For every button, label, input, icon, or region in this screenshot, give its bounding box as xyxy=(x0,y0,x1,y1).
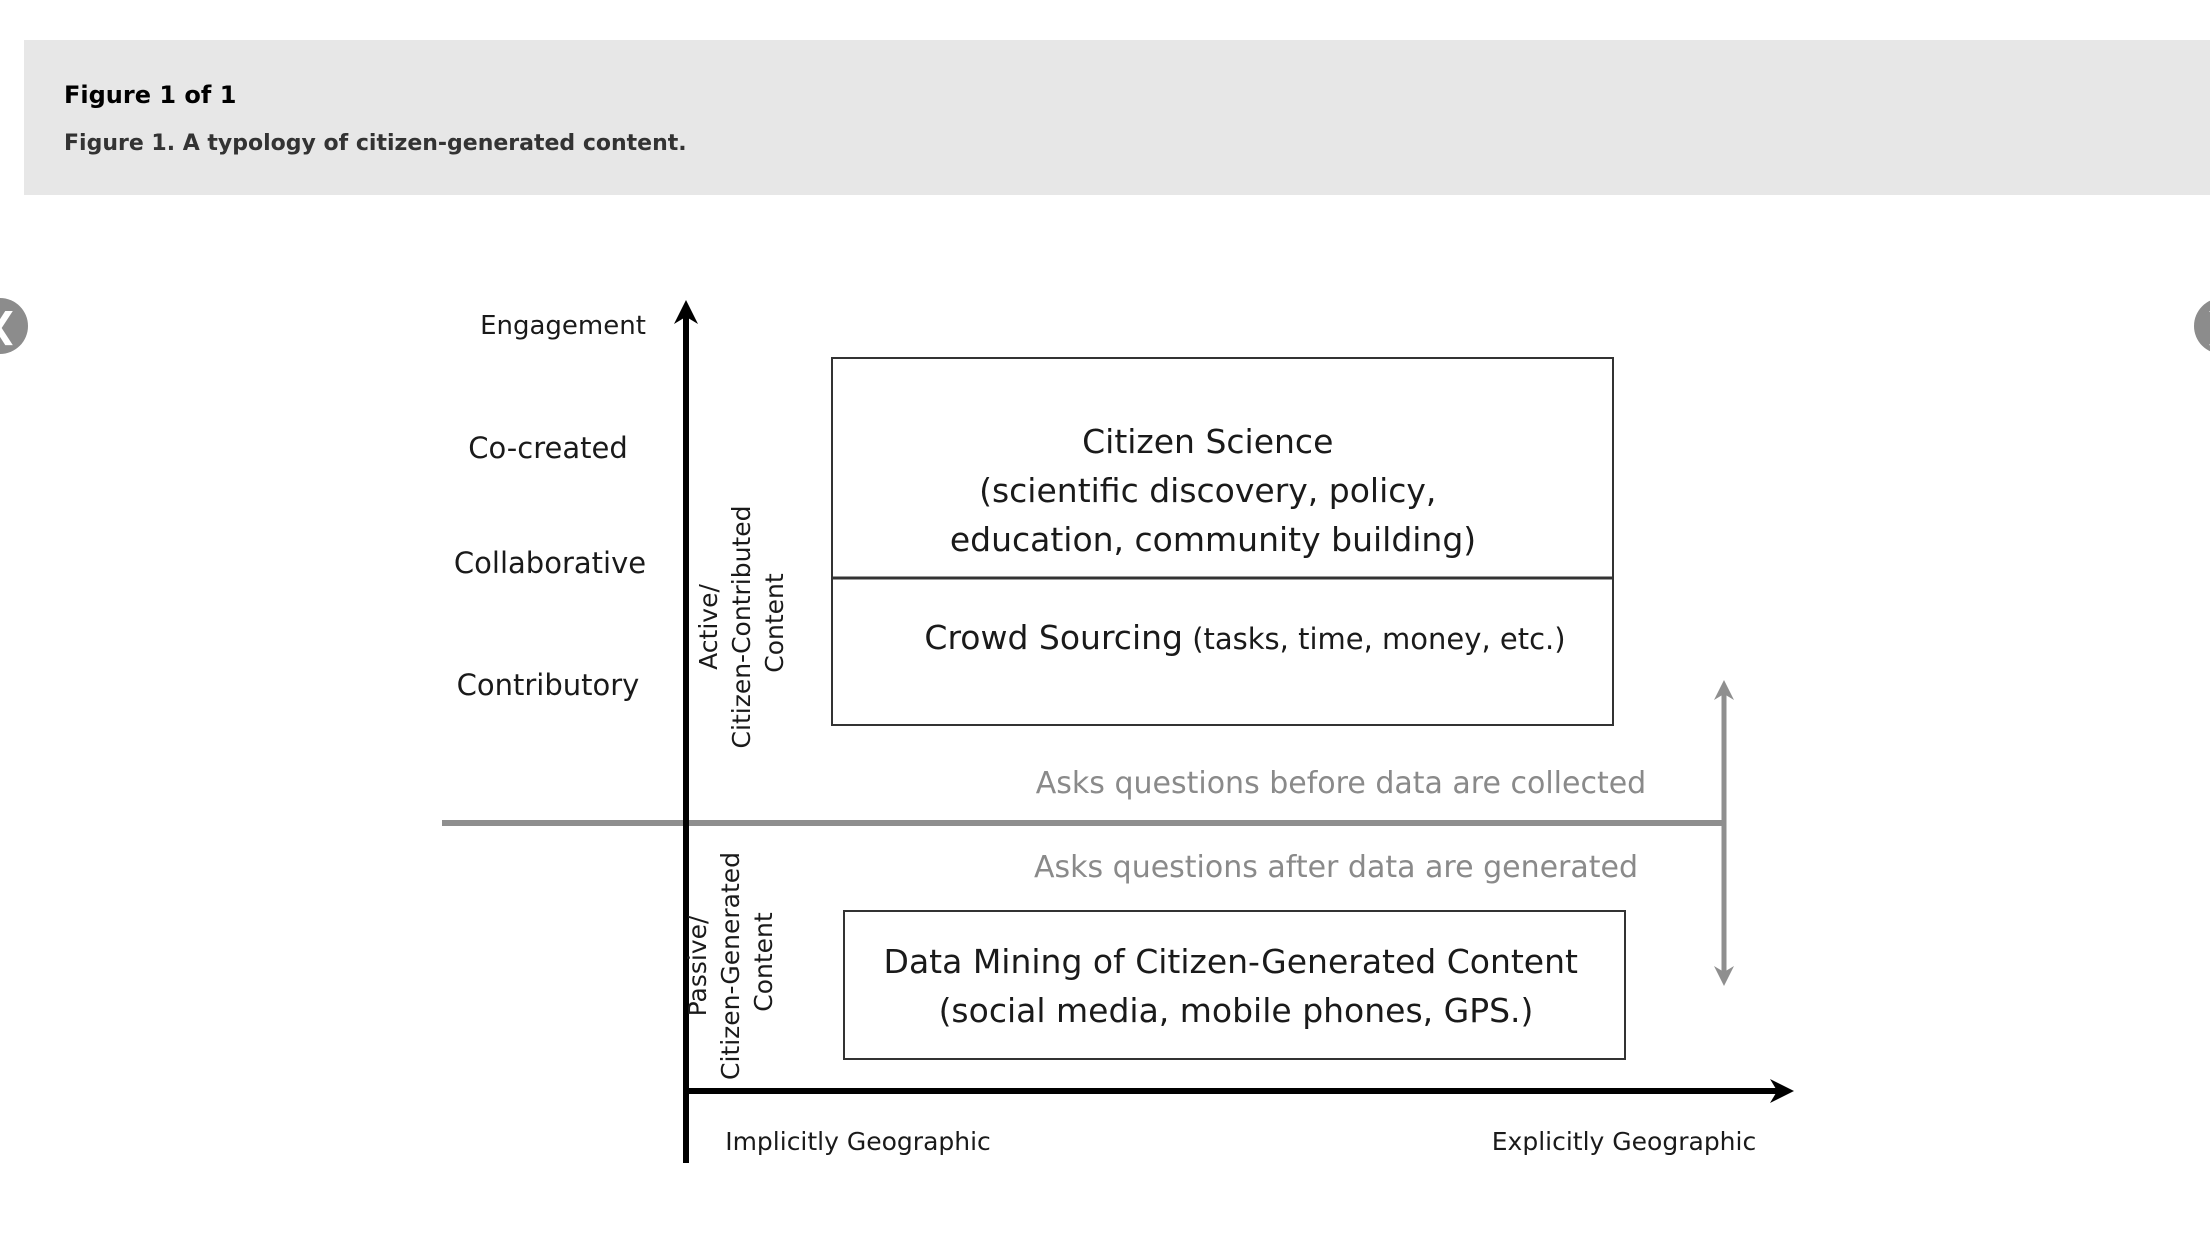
passive-label-line-2: Citizen-Generated xyxy=(716,852,745,1080)
level-co-created: Co-created xyxy=(468,431,627,465)
figure-caption: Figure 1. A typology of citizen-generate… xyxy=(64,131,687,156)
citizen-science-line-2: (scientific discovery, policy, xyxy=(979,471,1436,510)
active-label-line-1: Active/ xyxy=(694,584,723,670)
active-label-line-2: Citizen-Contributed xyxy=(727,506,756,749)
x-axis-right-label: Explicitly Geographic xyxy=(1492,1127,1756,1156)
chevron-left-icon: ❮ xyxy=(0,306,18,346)
crowd-sourcing-title: Crowd Sourcing xyxy=(924,618,1183,657)
citizen-science-line-3: education, community building) xyxy=(950,520,1476,559)
passive-content-label: Passive/ Citizen-Generated Content xyxy=(683,844,778,1080)
data-mining-text: Data Mining of Citizen-Generated Content… xyxy=(884,942,1589,1030)
data-mining-detail: (social media, mobile phones, GPS.) xyxy=(939,991,1534,1030)
active-content-label: Active/ Citizen-Contributed Content xyxy=(694,498,789,749)
citizen-science-title: Citizen Science xyxy=(1082,422,1333,461)
level-collaborative: Collaborative xyxy=(454,546,646,580)
data-mining-box xyxy=(843,910,1626,1060)
level-contributory: Contributory xyxy=(457,668,640,702)
figure-count: Figure 1 of 1 xyxy=(64,81,237,109)
passive-label-line-1: Passive/ xyxy=(683,915,712,1016)
data-mining-title: Data Mining of Citizen-Generated Content xyxy=(884,942,1578,981)
y-axis-title: Engagement xyxy=(480,311,646,341)
x-axis-left-label: Implicitly Geographic xyxy=(725,1127,991,1156)
figure-header: Figure 1 of 1 Figure 1. A typology of ci… xyxy=(24,40,2210,195)
passive-label-line-3: Content xyxy=(749,912,778,1012)
crowd-sourcing-detail: (tasks, time, money, etc.) xyxy=(1183,622,1566,656)
citizen-science-box xyxy=(831,357,1614,726)
chevron-right-icon: ❯ xyxy=(2204,306,2210,346)
crowd-sourcing-text: Crowd Sourcing (tasks, time, money, etc.… xyxy=(924,618,1565,657)
active-label-line-3: Content xyxy=(760,573,789,673)
citizen-science-text: Citizen Science (scientific discovery, p… xyxy=(950,422,1476,559)
after-generation-text: Asks questions after data are generated xyxy=(1034,850,1638,885)
before-collection-text: Asks questions before data are collected xyxy=(1036,766,1646,801)
next-figure-button[interactable]: ❯ xyxy=(2194,298,2210,354)
